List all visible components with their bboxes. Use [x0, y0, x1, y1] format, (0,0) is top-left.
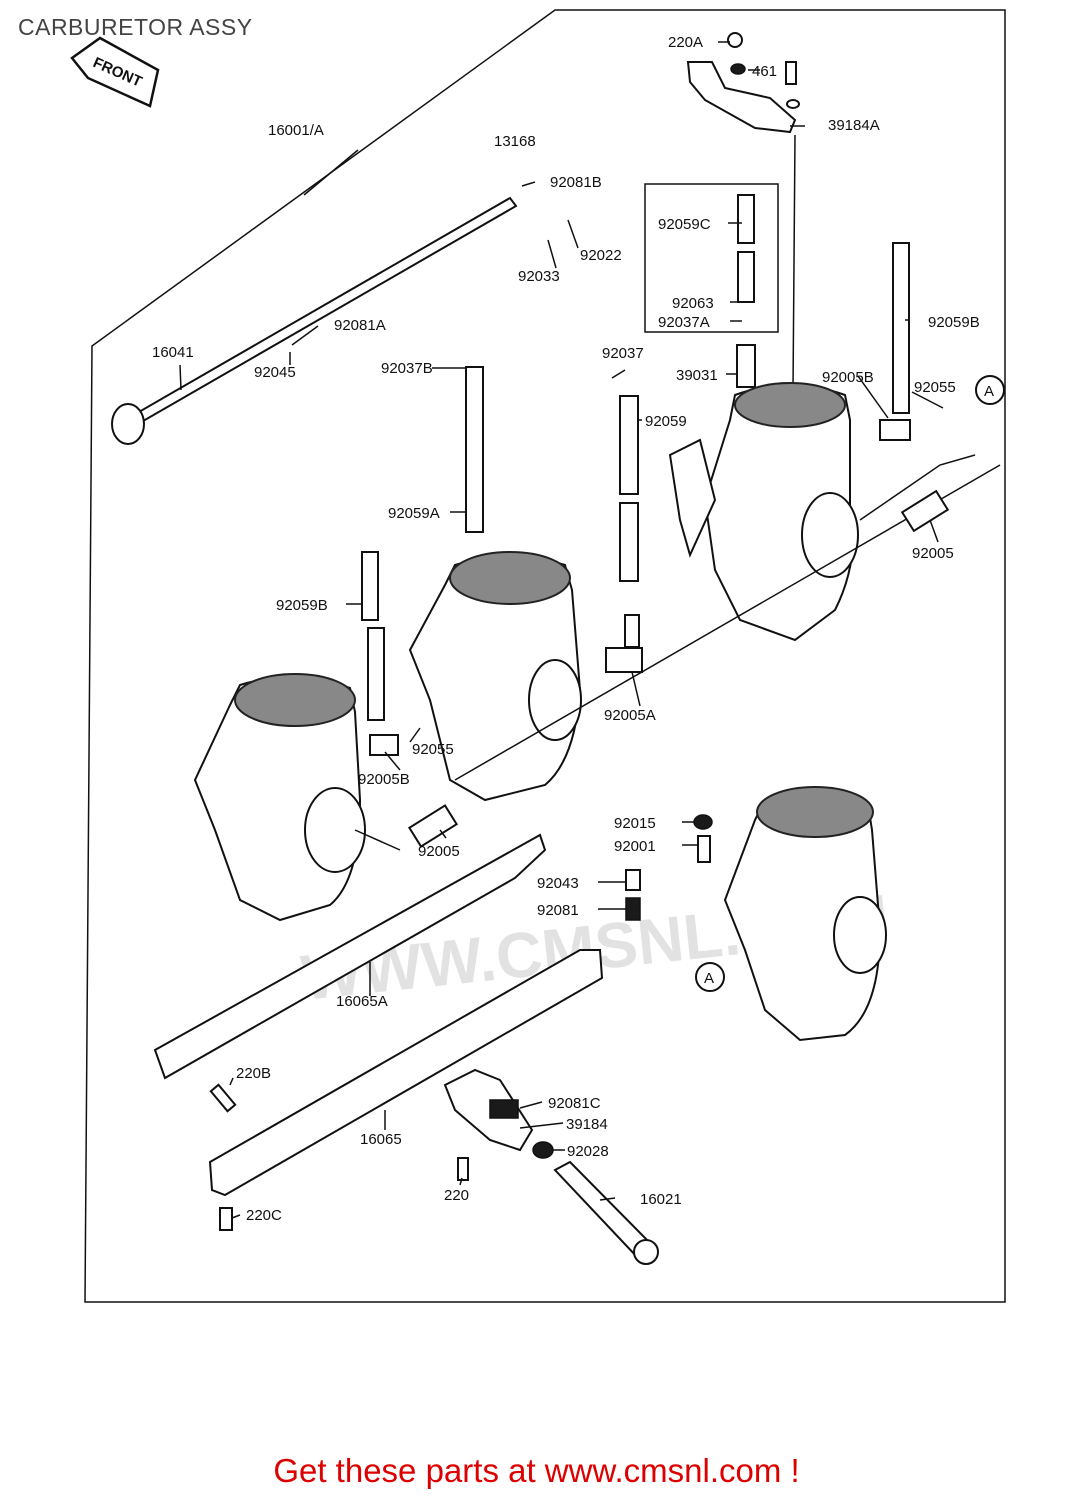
hose-92059C-part [737, 194, 755, 244]
spring-92081C-part [489, 1099, 519, 1119]
part-label-92033: 92033 [518, 268, 560, 285]
part-label-16041: 16041 [152, 344, 194, 361]
leader-lines [229, 41, 944, 1219]
part-label-220B: 220B [236, 1065, 271, 1082]
part-label-92063: 92063 [672, 295, 714, 312]
carburetor-3-part [408, 551, 582, 802]
callout-a-label: A [984, 383, 994, 400]
part-label-16065A: 16065A [336, 993, 388, 1010]
top-bracket-part [686, 32, 800, 391]
bracket-39184-part [443, 1068, 534, 1152]
front-arrow-icon: FRONT [70, 36, 160, 108]
hose-92059-part [619, 395, 639, 495]
plate-16065-part [208, 949, 604, 1197]
part-label-92081A: 92081A [334, 317, 386, 334]
part-label-92081C: 92081C [548, 1095, 601, 1112]
part-label-92059: 92059 [645, 413, 687, 430]
hose-92059B-right-part [892, 242, 910, 414]
part-label-92001: 92001 [614, 838, 656, 855]
part-label-461: 461 [752, 63, 777, 80]
part-label-16065: 16065 [360, 1131, 402, 1148]
part-label-92015: 92015 [614, 815, 656, 832]
screw-220A-part [727, 32, 743, 48]
bolt-220B-part [209, 1083, 237, 1113]
connector-92005-right-part [900, 489, 950, 533]
part-label-92081B: 92081B [550, 174, 602, 191]
fitting-92005B-left-part [369, 734, 399, 756]
part-label-92005B-right: 92005B [822, 369, 874, 386]
part-label-92059A: 92059A [388, 505, 440, 522]
callout-a-label: A [704, 970, 714, 987]
diagram-frame [84, 9, 1006, 1303]
part-label-16021: 16021 [640, 1191, 682, 1208]
part-label-220A: 220A [668, 34, 703, 51]
part-label-92005-left: 92005 [418, 843, 460, 860]
part-label-92059B-left: 92059B [276, 597, 328, 614]
part-label-92005B-left: 92005B [358, 771, 410, 788]
part-label-13168: 13168 [494, 133, 536, 150]
pin-92043-part [625, 869, 641, 891]
fitting-92005A-part [605, 647, 643, 673]
part-label-92037A: 92037A [658, 314, 710, 331]
hose-39031-part [736, 344, 756, 388]
part-label-92022: 92022 [580, 247, 622, 264]
part-label-92037: 92037 [602, 345, 644, 362]
bolt-220-part [457, 1157, 469, 1181]
part-label-92043: 92043 [537, 875, 579, 892]
part-label-92037B: 92037B [381, 360, 433, 377]
choke-lever-part [111, 403, 145, 445]
callout-a-circle [695, 962, 725, 992]
cta-link[interactable]: Get these parts at www.cmsnl.com ! [273, 1452, 800, 1489]
part-label-92028: 92028 [567, 1143, 609, 1160]
part-label-92005A: 92005A [604, 707, 656, 724]
part-label-220: 220 [444, 1187, 469, 1204]
part-label-92045: 92045 [254, 364, 296, 381]
carburetor-2-part [193, 673, 366, 922]
connector-92005-left-part [407, 804, 459, 848]
detail-box [644, 183, 779, 333]
plate-16065A-part [153, 833, 547, 1080]
carburetor-1-part [723, 786, 887, 1042]
hose-92059B-left-part [361, 551, 379, 621]
part-label-92055-right: 92055 [914, 379, 956, 396]
part-label-39031: 39031 [676, 367, 718, 384]
fitting-92005B-right-part [879, 419, 911, 441]
nut-92015-part [693, 814, 713, 830]
part-label-92059B-right: 92059B [928, 314, 980, 331]
nut-92028-part [532, 1141, 554, 1159]
part-label-92081: 92081 [537, 902, 579, 919]
part-label-39184: 39184 [566, 1116, 608, 1133]
screw-92001-part [697, 835, 711, 863]
hose-92059A-part [465, 366, 484, 533]
callout-a-circle [975, 375, 1005, 405]
part-label-92005-right: 92005 [912, 545, 954, 562]
washer-461-part [730, 63, 746, 75]
spring-92081-part [625, 897, 641, 921]
choke-shaft [111, 149, 518, 445]
part-label-220C: 220C [246, 1207, 282, 1224]
bolt-220C-part [219, 1207, 233, 1231]
part-label-92055-mid: 92055 [412, 741, 454, 758]
part-label-16001A: 16001/A [268, 122, 324, 139]
page-title: CARBURETOR ASSY [18, 14, 253, 40]
part-label-39184A: 39184A [828, 117, 880, 134]
part-label-92059C: 92059C [658, 216, 711, 233]
